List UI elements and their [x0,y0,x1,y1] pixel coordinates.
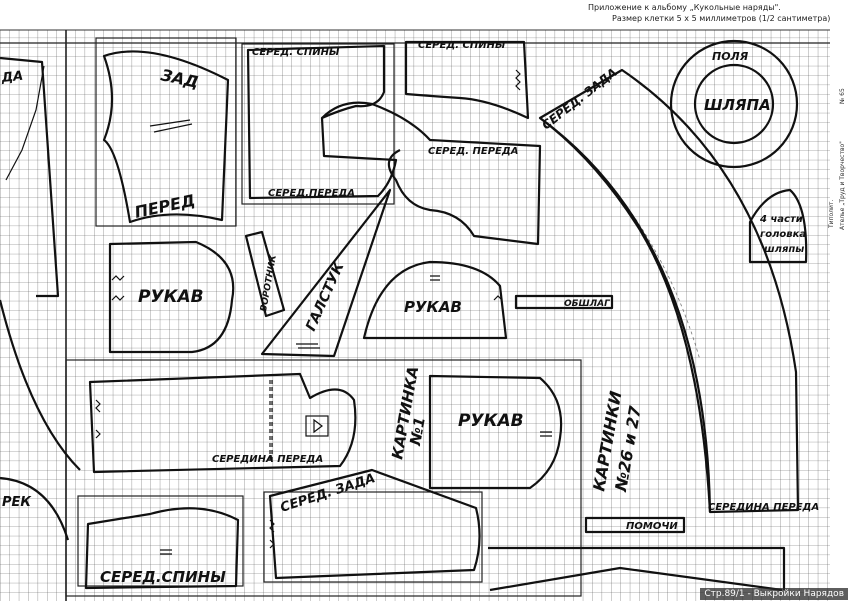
label-rukav-1: РУКАВ [138,287,204,307]
label-seredina-pereda-1: СЕРЕДИНА ПЕРЕДА [212,454,323,465]
hat-brim-inner [693,63,775,145]
label-golovka-1: 4 части [759,214,803,225]
watermark: Стр.89/1 - Выкройки Нарядов [700,588,848,600]
box-sered-spiny [241,43,395,205]
piece-sered-pereda-bottom [88,372,357,474]
bottom-right-piece [489,566,783,592]
arc-outer-curve [539,117,712,513]
label-rek: РЕК [2,495,32,510]
box-bottom-left [65,359,582,597]
label-da: ДА [0,69,24,86]
header-line-1: Приложение к альбому „Кукольные наряды". [588,3,781,12]
piece-obshlag [514,294,614,310]
piece-vorotnik [244,230,286,318]
label-sered-spiny-2: СЕРЕД. СПИНЫ [418,40,506,51]
label-golovka-3: шляпы [764,244,804,255]
left-edge-piece [0,56,81,471]
label-pomochi: ПОМОЧИ [626,521,678,532]
piece-galstuk [260,188,392,358]
piece-rukav-center [362,260,508,340]
label-polya: ПОЛЯ [712,50,749,63]
box-zad-pered [95,37,237,227]
side-text-tipografiya: Типолит. [828,199,835,228]
piece-sered-pereda-center [321,101,542,246]
label-golovka-2: головка [760,229,806,240]
left-bottom-arc [0,476,70,541]
piece-sered-spiny-right [404,40,530,120]
box-sered-zada [263,491,483,583]
label-seredina-pereda-2: СЕРЕДИНА ПЕРЕДА [708,502,819,513]
piece-sered-spiny-bottom [84,507,240,590]
hat-brim-outer [669,39,799,169]
header-line-2: Размер клетки 5 x 5 миллиметров (1/2 сан… [612,14,831,23]
side-text-order: № 65 [839,88,846,104]
label-sered-spiny-3: СЕРЕД.СПИНЫ [100,568,226,586]
label-obshlag: ОБШЛАГ [564,299,611,309]
bottom-right-frame [488,546,786,590]
label-rukav-2: РУКАВ [404,298,462,316]
side-text-atelier: Ателье „Труд и Творчество" [839,141,846,230]
label-sered-pereda-1: СЕРЕД.ПЕРЕДА [268,188,355,199]
piece-sered-spiny-top [246,44,398,200]
piece-pomochi [584,516,686,534]
piece-rukav-right [428,374,563,490]
piece-hat-crown [748,188,808,264]
label-shlyapa: ШЛЯПА [704,96,771,114]
piece-zad-pered [102,50,230,224]
label-sered-spiny-1: СЕРЕД. СПИНЫ [252,47,340,58]
label-rukav-3: РУКАВ [458,411,524,431]
label-sered-pereda-2: СЕРЕД. ПЕРЕДА [428,146,519,157]
label-kartinka-1b: №1 [406,416,429,448]
piece-rukav-left [108,240,235,354]
piece-sered-zada-lower [268,468,481,580]
